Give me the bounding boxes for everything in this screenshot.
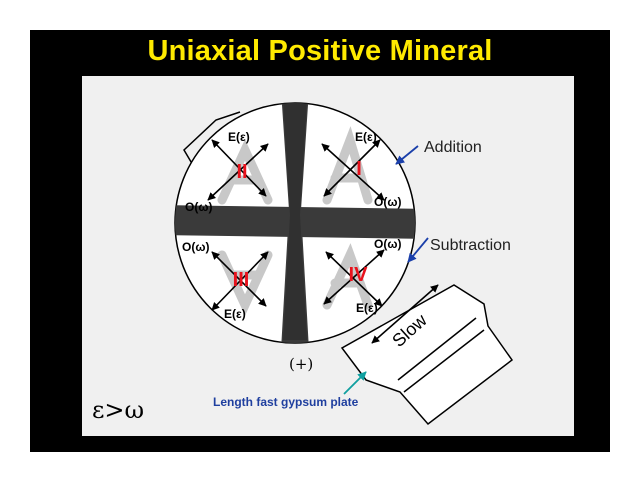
q1-o-label: O(ω) (374, 195, 401, 209)
q1-omega-arrow (321, 143, 385, 201)
plate-label: Length fast gypsum plate (213, 395, 359, 409)
plate-pointer-arrow (343, 371, 367, 395)
quadrant-label-i: I (356, 158, 362, 180)
quadrant-label-ii: II (236, 161, 247, 183)
subtraction-label: Subtraction (430, 237, 511, 254)
q1-e-label: E(ε) (355, 130, 377, 144)
positive-sign: (+) (289, 355, 313, 373)
q4-e-label: E(ε) (356, 301, 378, 315)
q2-e-label: E(ε) (228, 130, 250, 144)
q3-epsilon-arrow (211, 251, 269, 311)
slide-title: Uniaxial Positive Mineral (147, 35, 493, 67)
subtraction-arrow (407, 237, 429, 263)
addition-arrow (395, 145, 419, 165)
slow-direction-arrow (371, 284, 439, 344)
quadrant-label-iii: III (233, 269, 250, 291)
q4-o-label: O(ω) (374, 237, 401, 251)
q3-e-label: E(ε) (224, 307, 246, 321)
birefringence-relation: ε>ω (92, 396, 144, 424)
quadrant-label-iv: IV (349, 264, 369, 286)
q3-o-label: O(ω) (182, 240, 209, 254)
gypsum-plate (340, 284, 514, 426)
q2-omega-arrow (207, 143, 269, 201)
eyepiece-outline (183, 111, 241, 173)
addition-label: Addition (424, 139, 482, 156)
q2-o-label: O(ω) (185, 200, 212, 214)
isogyre-cross (175, 103, 415, 343)
